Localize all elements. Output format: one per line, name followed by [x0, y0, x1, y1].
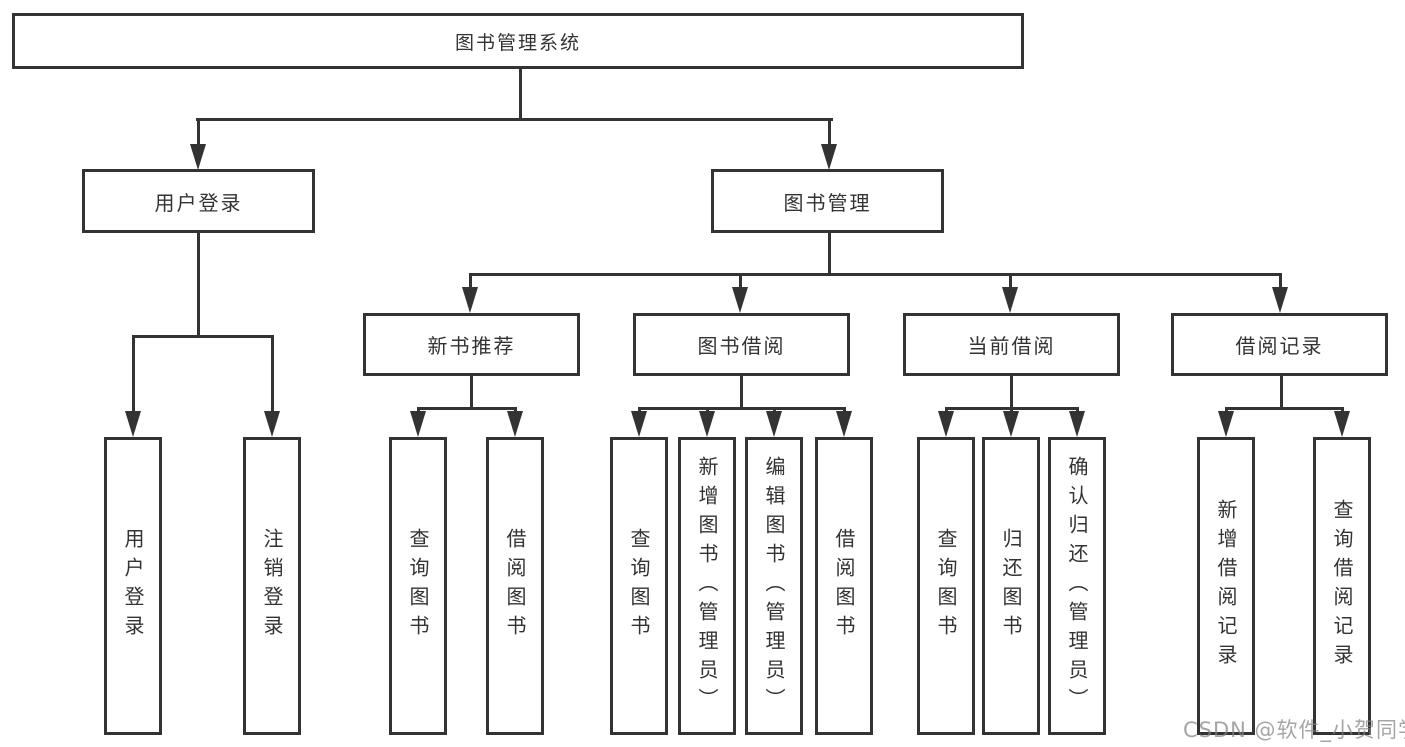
connector-book-manage-stem — [828, 233, 831, 273]
connector-current-borrow-branch — [945, 407, 1079, 410]
arrow-to-cb-query-arrowhead-icon — [938, 411, 954, 437]
arrow-to-book-manage-arrowhead-icon — [821, 144, 837, 170]
connector-root-stem — [519, 69, 522, 118]
connector-borrow-record-stem — [1280, 376, 1283, 407]
node-borrow-add-books-admin: 新增图书（管理员） — [678, 437, 736, 735]
arrow-to-book-borrow-arrowhead-icon — [732, 287, 748, 313]
node-label: 图书借阅 — [697, 334, 786, 358]
arrow-to-br-add-arrowhead-icon — [1218, 411, 1234, 437]
arrow-to-cb-confirm-arrowhead-icon — [1069, 411, 1085, 437]
node-label: 当前借阅 — [967, 334, 1056, 358]
node-label: 查询借阅记录 — [1330, 499, 1354, 673]
connector-borrow-record-branch — [1225, 407, 1344, 410]
arrow-to-user-login-arrowhead-icon — [190, 144, 206, 170]
node-label: 图书管理系统 — [454, 31, 581, 54]
arrow-to-bb-borrow-arrowhead-icon — [836, 411, 852, 437]
arrow-to-user-login-stem — [197, 121, 200, 144]
arrow-to-bb-edit-arrowhead-icon — [766, 411, 782, 437]
arrow-to-book-manage-stem — [828, 121, 831, 144]
arrow-to-current-borrow-stem — [1009, 276, 1012, 288]
watermark: CSDN @软件_小贺同学 — [1183, 718, 1405, 742]
connector-level1-branch — [196, 118, 833, 121]
arrow-to-bb-add-arrowhead-icon — [699, 411, 715, 437]
node-label: 新书推荐 — [427, 334, 516, 358]
node-label: 新增图书（管理员） — [695, 455, 719, 717]
node-user-login: 用户登录 — [82, 169, 315, 233]
node-label: 借阅记录 — [1235, 334, 1324, 358]
connector-new-book-stem — [470, 376, 473, 407]
node-label: 编辑图书（管理员） — [762, 455, 786, 717]
connector-new-book-branch — [417, 407, 517, 410]
connector-current-borrow-stem — [1010, 376, 1013, 407]
connector-user-login-stem — [197, 233, 200, 335]
node-borrow-edit-books-admin: 编辑图书（管理员） — [745, 437, 803, 735]
node-user-login-leaf: 用户登录 — [104, 437, 162, 735]
node-book-borrow: 图书借阅 — [633, 313, 850, 376]
arrow-to-cb-return-arrowhead-icon — [1003, 411, 1019, 437]
node-label: 归还图书 — [999, 528, 1023, 644]
node-current-return-books: 归还图书 — [982, 437, 1040, 735]
node-borrow-record: 借阅记录 — [1171, 313, 1388, 376]
node-label: 借阅图书 — [832, 528, 856, 644]
connector-book-manage-branch — [469, 273, 1282, 276]
node-record-add-borrow-record: 新增借阅记录 — [1197, 437, 1255, 735]
connector-book-borrow-branch — [638, 407, 846, 410]
node-label: 用户登录 — [154, 190, 243, 215]
node-label: 新增借阅记录 — [1214, 499, 1238, 673]
node-current-confirm-return-admin: 确认归还（管理员） — [1048, 437, 1106, 735]
node-borrow-query-books: 查询图书 — [610, 437, 668, 735]
arrow-to-borrow-record-stem — [1279, 276, 1282, 288]
arrow-to-borrow-record-arrowhead-icon — [1272, 287, 1288, 313]
node-new-book-recommend: 新书推荐 — [363, 313, 580, 376]
node-label: 用户登录 — [121, 528, 145, 644]
arrow-to-logout-leaf-stem — [271, 338, 274, 412]
node-library-management-system: 图书管理系统 — [12, 13, 1024, 69]
arrow-to-login-leaf-arrowhead-icon — [125, 411, 141, 437]
arrow-to-book-borrow-stem — [739, 276, 742, 288]
node-current-query-books: 查询图书 — [917, 437, 975, 735]
arrow-to-new-book-arrowhead-icon — [462, 287, 478, 313]
arrow-to-nb-borrow-arrowhead-icon — [507, 411, 523, 437]
arrow-to-login-leaf-stem — [132, 338, 135, 412]
node-newbook-query-books: 查询图书 — [389, 437, 447, 735]
arrow-to-br-query-arrowhead-icon — [1334, 411, 1350, 437]
node-record-query-borrow-record: 查询借阅记录 — [1313, 437, 1371, 735]
node-label: 查询图书 — [934, 528, 958, 644]
node-label: 查询图书 — [406, 528, 430, 644]
node-current-borrow: 当前借阅 — [903, 313, 1120, 376]
node-borrow-borrow-books: 借阅图书 — [815, 437, 873, 735]
arrow-to-logout-leaf-arrowhead-icon — [264, 411, 280, 437]
node-label: 借阅图书 — [503, 528, 527, 644]
arrow-to-bb-query-arrowhead-icon — [631, 411, 647, 437]
node-label: 确认归还（管理员） — [1065, 455, 1089, 717]
arrow-to-nb-query-arrowhead-icon — [410, 411, 426, 437]
connector-book-borrow-stem — [740, 376, 743, 407]
node-label: 注销登录 — [260, 528, 284, 644]
arrow-to-new-book-stem — [469, 276, 472, 288]
connector-user-login-branch — [132, 335, 274, 338]
node-newbook-borrow-books: 借阅图书 — [486, 437, 544, 735]
node-logout-leaf: 注销登录 — [243, 437, 301, 735]
node-label: 查询图书 — [627, 528, 651, 644]
node-book-manage: 图书管理 — [711, 169, 944, 233]
arrow-to-current-borrow-arrowhead-icon — [1002, 287, 1018, 313]
node-label: 图书管理 — [783, 190, 872, 215]
